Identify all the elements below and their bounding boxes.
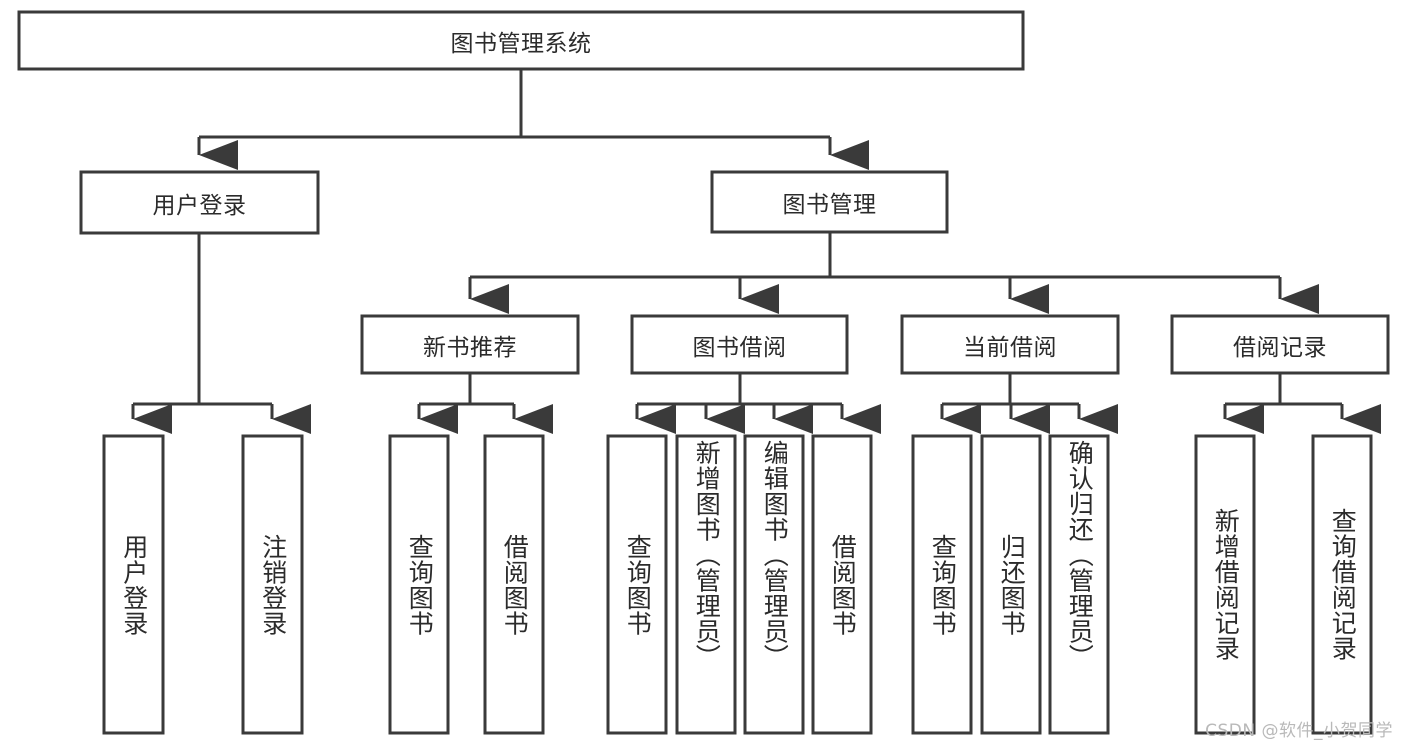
node-box-root[interactable] [17,10,1025,71]
leaf-box-borrow-book-new[interactable] [483,434,545,735]
connector-root-to-level2 [197,69,869,170]
connector-user-login-to-leaves [131,233,311,434]
leaf-box-query-book-borrow[interactable] [606,434,668,735]
node-box-book-management[interactable] [710,170,949,234]
leaf-box-borrow-book[interactable] [811,434,873,735]
csdn-watermark-text: CSDN @软件_小贺同学 [1205,721,1393,741]
connector-new-book-to-leaves [417,373,553,434]
node-box-book-borrow[interactable] [630,314,849,375]
node-box-borrow-record[interactable] [1170,314,1390,375]
csdn-watermark: CSDN @软件_小贺同学 [1205,716,1393,741]
leaf-box-return-book[interactable] [980,434,1042,735]
leaf-box-query-book-current[interactable] [911,434,973,735]
connector-book-management-to-level3 [468,232,1319,314]
leaf-box-query-book-new[interactable] [388,434,450,735]
leaf-box-add-borrow-record[interactable] [1194,434,1256,735]
leaf-box-logout[interactable] [241,434,304,735]
node-box-current-borrow[interactable] [900,314,1120,375]
connector-borrow-record-to-leaves [1223,373,1381,434]
node-box-user-login[interactable] [79,170,320,235]
connector-current-borrow-to-leaves [940,373,1118,434]
leaf-box-edit-book-admin[interactable] [743,434,805,735]
node-box-new-book-recommendation[interactable] [360,314,580,375]
leaf-box-query-borrow-record[interactable] [1311,434,1373,735]
connector-book-borrow-to-leaves [635,373,881,434]
leaf-box-add-book-admin[interactable] [675,434,737,735]
leaf-box-confirm-return-admin[interactable] [1048,434,1110,735]
leaf-box-user-login[interactable] [102,434,165,735]
